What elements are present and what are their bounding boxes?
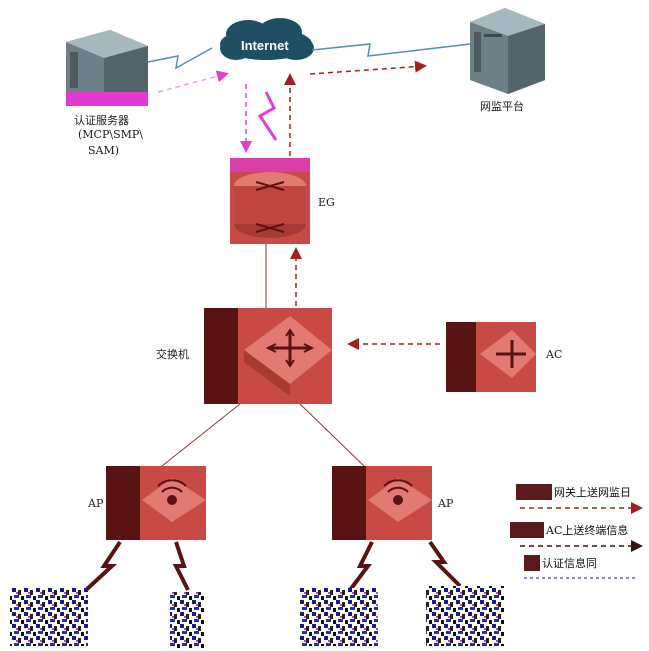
legend xyxy=(510,484,643,579)
wireless-link-3 xyxy=(348,541,374,592)
ap-right-icon xyxy=(332,466,432,540)
monitor-server-icon xyxy=(470,8,545,94)
legend-item-auth-sync: 认证信息同 xyxy=(541,555,598,571)
eg-label: EG xyxy=(318,196,335,209)
ap-left-label: AP xyxy=(88,497,104,510)
auth-server-label-1: 认证服务器 xyxy=(74,114,129,127)
legend-item-eg-monitor: 网关上送网监日 xyxy=(553,484,632,500)
terminal-phone xyxy=(170,592,204,648)
ap-right-label: AP xyxy=(438,497,454,510)
wireless-link-4 xyxy=(428,540,462,588)
switch-label: 交换机 xyxy=(156,348,189,361)
link-switch-ap-right xyxy=(299,403,365,467)
ac-controller-icon xyxy=(446,322,536,392)
wireless-link-2 xyxy=(172,541,190,591)
internet-cloud-icon xyxy=(220,18,314,60)
terminal-laptop-2 xyxy=(300,588,378,646)
terminal-laptop-1 xyxy=(10,588,88,646)
internet-to-monitor-arrow xyxy=(309,60,427,75)
terminal-laptop-3 xyxy=(426,586,504,646)
eg-router-icon xyxy=(230,158,310,244)
auth-server-label-3: SAM) xyxy=(88,144,120,157)
auth-server-label-2: (MCP\SMP\ xyxy=(78,128,143,141)
link-internet-monitor xyxy=(311,43,471,57)
link-auth-internet xyxy=(147,47,213,70)
ap-left-icon xyxy=(106,466,206,540)
link-internet-eg xyxy=(257,91,278,141)
link-switch-ap-left xyxy=(161,403,241,467)
monitor-label: 网监平台 xyxy=(480,100,524,113)
switch-icon xyxy=(204,308,332,404)
internet-label: Internet xyxy=(241,38,289,53)
auth-server-icon xyxy=(66,30,148,106)
wireless-link-1 xyxy=(84,540,122,592)
ac-label: AC xyxy=(546,348,563,361)
auth-to-internet-arrow xyxy=(157,70,229,93)
legend-item-ac-terminal: AC上送终端信息 xyxy=(545,522,630,538)
